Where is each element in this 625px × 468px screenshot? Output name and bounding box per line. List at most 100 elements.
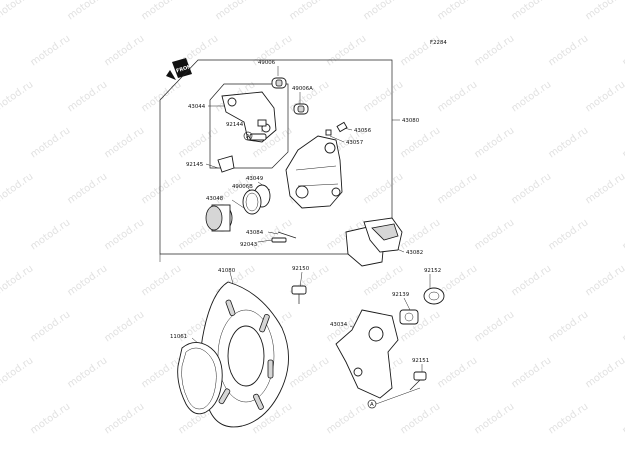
label-43084: 43084 bbox=[246, 230, 264, 236]
watermark-text: motod.ru bbox=[546, 309, 590, 344]
watermark-text: motod.ru bbox=[472, 309, 516, 344]
watermark-text: motod.ru bbox=[546, 33, 590, 68]
pin-49006 bbox=[271, 77, 287, 89]
label-49006B: 49006B bbox=[232, 184, 253, 190]
clip-92145 bbox=[217, 155, 235, 173]
watermark-text: motod.ru bbox=[435, 171, 479, 206]
label-92150: 92150 bbox=[292, 266, 310, 272]
watermark-text: motod.ru bbox=[65, 171, 109, 206]
brake-pads-43082 bbox=[345, 217, 403, 267]
watermark-layer: motod.ru motod.ru motod.ru motod.ru motod.ru… bbox=[0, 0, 625, 436]
bolt-92151 bbox=[409, 371, 427, 391]
watermark-text: motod.ru bbox=[28, 125, 72, 160]
watermark-text: motod.ru bbox=[139, 171, 183, 206]
pin-49006A bbox=[293, 103, 309, 115]
bolt-92144 bbox=[257, 119, 267, 132]
watermark-text: motod.ru bbox=[102, 401, 146, 436]
watermark-text: motod.ru bbox=[102, 309, 146, 344]
caliper-bracket-43044 bbox=[221, 91, 277, 143]
label-43057: 43057 bbox=[346, 140, 363, 146]
watermark-text: motod.ru bbox=[509, 171, 553, 206]
watermark-text: motod.ru bbox=[28, 309, 72, 344]
watermark-text: motod.ru bbox=[0, 79, 35, 114]
piston-43048 bbox=[205, 204, 233, 232]
bleeder-cap-43057 bbox=[325, 129, 332, 136]
watermark-text: motod.ru bbox=[546, 217, 590, 252]
watermark-text: motod.ru bbox=[28, 401, 72, 436]
watermark-text: motod.ru bbox=[65, 355, 109, 390]
label-11061: 11061 bbox=[170, 334, 187, 340]
watermark-text: motod.ru bbox=[620, 125, 625, 160]
watermark-text: motod.ru bbox=[0, 0, 35, 22]
label-92145: 92145 bbox=[186, 162, 203, 168]
callout-a-lower: A bbox=[367, 387, 421, 409]
watermark-text: motod.ru bbox=[65, 263, 109, 298]
watermark-text: motod.ru bbox=[65, 79, 109, 114]
watermark-text: motod.ru bbox=[472, 217, 516, 252]
watermark-text: motod.ru bbox=[509, 0, 553, 22]
label-49006A: 49006A bbox=[292, 86, 313, 92]
label-92151: 92151 bbox=[412, 358, 429, 364]
watermark-text: motod.ru bbox=[435, 0, 479, 22]
watermark-text: motod.ru bbox=[139, 0, 183, 22]
watermark-text: motod.ru bbox=[509, 263, 553, 298]
watermark-text: motod.ru bbox=[398, 401, 442, 436]
watermark-text: motod.ru bbox=[435, 79, 479, 114]
watermark-text: motod.ru bbox=[620, 401, 625, 436]
watermark-text: motod.ru bbox=[472, 125, 516, 160]
watermark-text: motod.ru bbox=[65, 0, 109, 22]
label-92139: 92139 bbox=[392, 292, 410, 298]
watermark-text: motod.ru bbox=[583, 0, 625, 22]
watermark-text: motod.ru bbox=[28, 217, 72, 252]
watermark-text: motod.ru bbox=[0, 263, 35, 298]
label-41080: 41080 bbox=[218, 268, 236, 274]
label-43056: 43056 bbox=[354, 128, 372, 134]
watermark-text: motod.ru bbox=[509, 79, 553, 114]
callout-a-upper: A bbox=[243, 131, 253, 141]
callout-a-upper-label: A bbox=[246, 134, 250, 140]
watermark-text: motod.ru bbox=[620, 309, 625, 344]
label-43082: 43082 bbox=[406, 250, 423, 256]
label-92152: 92152 bbox=[424, 268, 441, 274]
watermark-text: motod.ru bbox=[361, 79, 405, 114]
front-arrow-icon: FRONT bbox=[166, 58, 196, 80]
callout-a-lower-label: A bbox=[370, 402, 374, 408]
watermark-text: motod.ru bbox=[509, 355, 553, 390]
watermark-text: motod.ru bbox=[435, 355, 479, 390]
watermark-text: motod.ru bbox=[102, 217, 146, 252]
figure-code: F2284 bbox=[430, 40, 447, 46]
watermark-text: motod.ru bbox=[361, 0, 405, 22]
label-49006: 49006 bbox=[258, 60, 276, 66]
watermark-text: motod.ru bbox=[0, 355, 35, 390]
bleeder-valve-43056 bbox=[336, 121, 348, 133]
watermark-text: motod.ru bbox=[398, 217, 442, 252]
label-92144: 92144 bbox=[226, 122, 244, 128]
watermark-text: motod.ru bbox=[472, 33, 516, 68]
watermark-text: motod.ru bbox=[213, 0, 257, 22]
watermark-text: motod.ru bbox=[583, 171, 625, 206]
watermark-text: motod.ru bbox=[139, 263, 183, 298]
watermark-text: motod.ru bbox=[102, 33, 146, 68]
watermark-text: motod.ru bbox=[583, 355, 625, 390]
label-43048: 43048 bbox=[206, 196, 224, 202]
pad-pin-43084 bbox=[277, 231, 297, 239]
label-92043: 92043 bbox=[240, 242, 257, 248]
watermark-text: motod.ru bbox=[620, 33, 625, 68]
watermark-text: motod.ru bbox=[324, 401, 368, 436]
bracket-subframe bbox=[209, 83, 289, 169]
label-43034: 43034 bbox=[330, 322, 348, 328]
watermark-text: motod.ru bbox=[139, 79, 183, 114]
collar-92152 bbox=[423, 287, 445, 305]
collar-92139 bbox=[399, 309, 419, 325]
caliper-mount-43034 bbox=[335, 309, 399, 399]
seal-49006B bbox=[242, 189, 262, 215]
front-label: FRONT bbox=[175, 63, 196, 75]
watermark-text: motod.ru bbox=[176, 125, 220, 160]
watermark-text: motod.ru bbox=[398, 125, 442, 160]
watermark-text: motod.ru bbox=[546, 125, 590, 160]
watermark-text: motod.ru bbox=[28, 33, 72, 68]
gasket-11061 bbox=[177, 342, 223, 415]
watermark-text: motod.ru bbox=[102, 125, 146, 160]
